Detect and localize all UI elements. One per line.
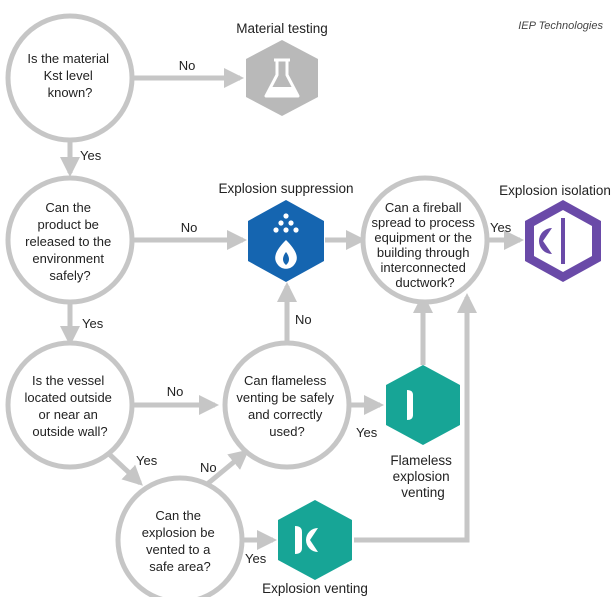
arrow-q3-q5 — [106, 451, 143, 486]
question-vessel-outside — [5, 340, 135, 470]
question-text-q4: Can flameless venting be safely and corr… — [236, 373, 337, 439]
flameless-panel-icon — [407, 390, 413, 420]
connectors — [60, 68, 524, 550]
testing-hexagon — [246, 40, 318, 116]
label-explosion-suppression: Explosion suppression — [218, 181, 353, 196]
solution-flameless-venting: Flameless explosion venting — [386, 365, 460, 500]
edge-label-q4-no: No — [295, 312, 312, 327]
credit-label: IEP Technologies — [518, 20, 603, 32]
solution-explosion-venting: Explosion venting — [262, 500, 368, 596]
question-kst-known — [5, 13, 135, 143]
question-release-safely — [5, 175, 135, 305]
question-flameless-venting — [222, 340, 352, 470]
flask-icon — [264, 58, 300, 98]
question-text-q2: Can the product be released to the envir… — [25, 200, 115, 283]
solution-explosion-isolation: Explosion isolation — [499, 183, 611, 282]
edge-label-q6-yes: Yes — [490, 220, 512, 235]
label-explosion-venting: Explosion venting — [262, 581, 368, 596]
edge-label-q5-yes: Yes — [245, 551, 267, 566]
question-text-q6: Can a fireball spread to process equipme… — [372, 200, 479, 290]
solution-explosion-suppression: Explosion suppression — [218, 181, 354, 282]
edge-label-q1-yes: Yes — [80, 148, 102, 163]
edge-label-q3-no: No — [167, 384, 184, 399]
question-text-q3: Is the vessel located outside or near an… — [24, 373, 115, 439]
edge-label-q3-yes: Yes — [136, 453, 158, 468]
edge-label-q4-yes: Yes — [356, 425, 378, 440]
edge-label-q2-yes: Yes — [82, 316, 104, 331]
question-fireball-spread — [360, 175, 490, 305]
arrow-venting-q6 — [354, 293, 477, 543]
question-nodes — [5, 13, 490, 597]
label-flameless-venting: Flameless explosion venting — [390, 453, 455, 500]
question-text-q1: Is the material Kst level known? — [27, 51, 112, 100]
edge-label-q5-no: No — [200, 460, 217, 475]
edge-label-q2-no: No — [181, 220, 198, 235]
edge-label-q1-no: No — [179, 58, 196, 73]
label-explosion-isolation: Explosion isolation — [499, 183, 611, 198]
droplets-flame-icon — [273, 213, 299, 269]
vent-panel-icon — [295, 526, 319, 554]
label-material-testing: Material testing — [236, 21, 328, 36]
isolation-valve-icon — [539, 218, 565, 264]
flameless-hexagon — [386, 365, 460, 445]
question-text-q5: Can the explosion be vented to a safe ar… — [142, 508, 219, 574]
edge-labels: No Yes No Yes No Yes No No Yes Yes Yes — [80, 58, 512, 566]
solution-material-testing: Material testing — [236, 21, 328, 116]
question-vent-safe-area — [115, 475, 245, 597]
